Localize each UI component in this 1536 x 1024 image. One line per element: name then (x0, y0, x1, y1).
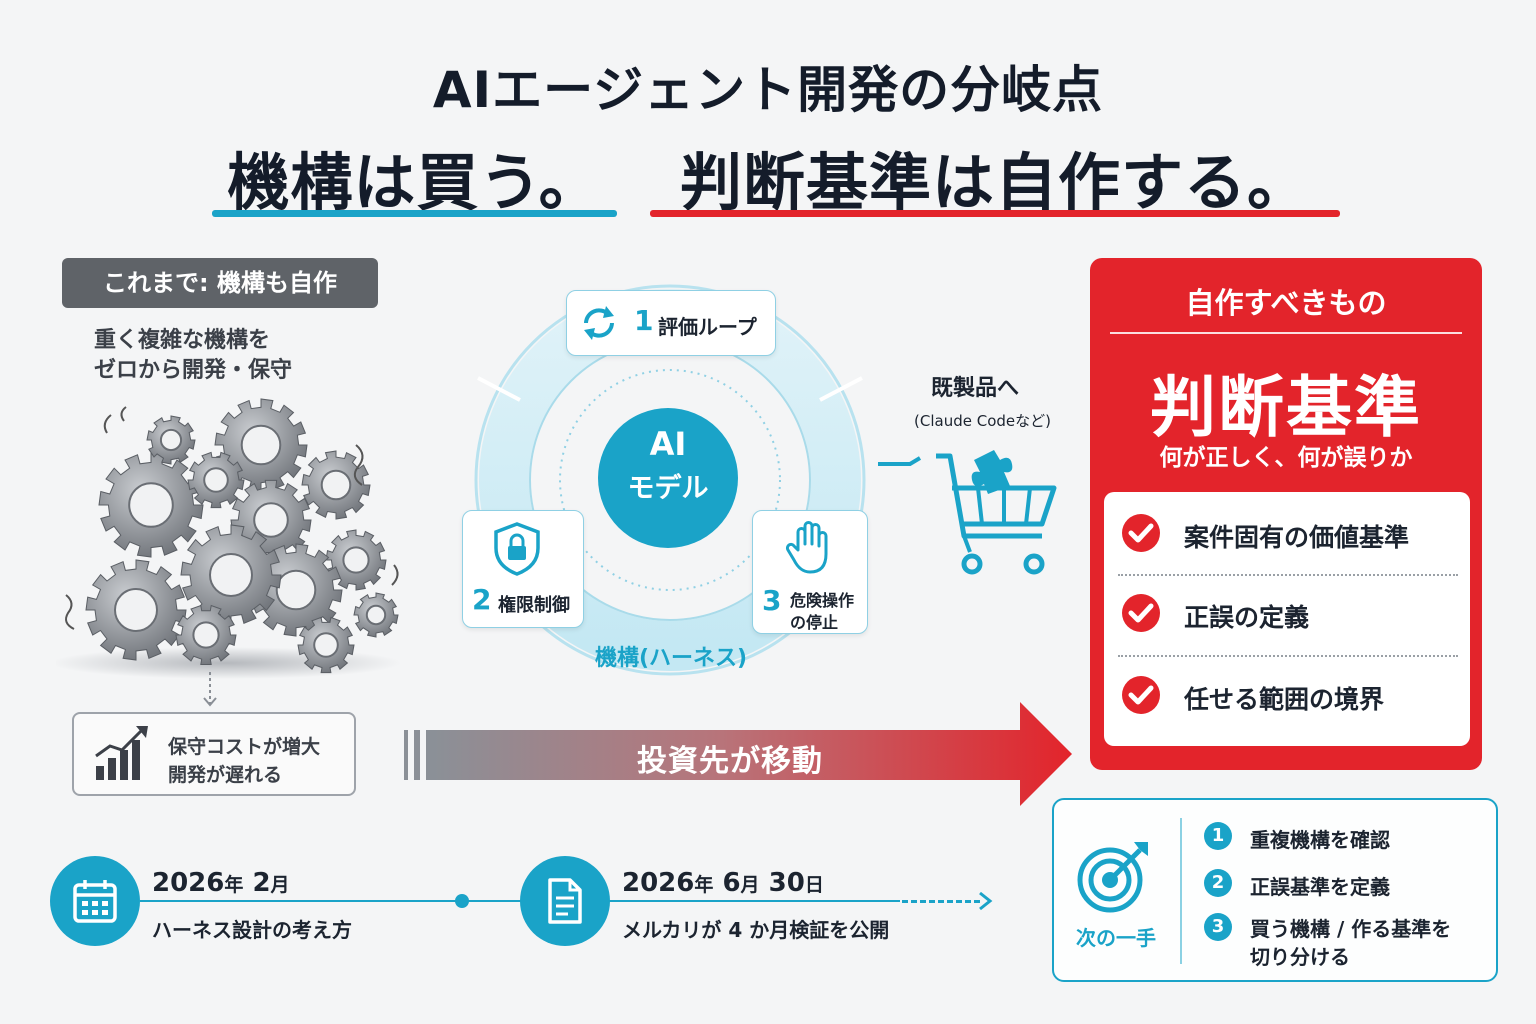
permission-card (462, 510, 584, 628)
gear-hole (192, 621, 220, 649)
check-icon (1122, 514, 1160, 552)
criteria-item: 任せる範囲の境界 (1184, 685, 1385, 714)
criteria-title: 判断基準 (1150, 369, 1422, 446)
cost-warning-box (72, 712, 356, 796)
timeline-line (140, 900, 530, 902)
timeline-date-1: 2026年 2月 (152, 868, 290, 898)
gear-hole (365, 604, 387, 626)
shield-lock-icon (494, 522, 540, 576)
timeline-desc-2: メルカリが 4 か月検証を公開 (622, 918, 890, 942)
danger-stop-label-line2: の停止 (790, 613, 839, 632)
gear-hole (240, 424, 282, 466)
timeline-line (600, 900, 900, 902)
gear-hole (209, 553, 253, 597)
cost-line2: 開発が遅れる (168, 764, 283, 786)
investment-shift-label: 投資先が移動 (637, 744, 823, 779)
next-step-label: 次の一手 (1076, 926, 1156, 950)
gear-hole (203, 467, 229, 493)
permission-label: 権限制御 (498, 595, 570, 616)
list-separator (1118, 655, 1458, 657)
cost-line1: 保守コストが増大 (168, 736, 321, 758)
gear-hole (342, 546, 370, 574)
criteria-item: 案件固有の価値基準 (1184, 523, 1410, 552)
criteria-subtitle: 何が正しく、何が誤りか (1159, 445, 1413, 471)
timeline-desc-1: ハーネス設計の考え方 (152, 918, 352, 942)
stop-hand-icon (785, 521, 828, 574)
gear-hole (128, 482, 174, 528)
gear-hole (320, 469, 352, 501)
rising-chart-icon (95, 726, 148, 780)
timeline-dot (455, 894, 469, 908)
past-desc-line1: 重く複雑な機構を (94, 328, 271, 353)
gear-hole (253, 502, 289, 538)
calendar-icon (73, 880, 117, 923)
next-step-divider (1180, 818, 1182, 964)
gear-hole (159, 428, 183, 452)
eval-loop-number: 1 (634, 304, 654, 337)
step-text: 重複機構を確認 (1250, 828, 1390, 852)
step-number: 2 (1204, 869, 1232, 897)
off-the-shelf-subtitle: (Claude Codeなど) (914, 412, 1051, 430)
danger-stop-label-line1: 危険操作 (790, 591, 855, 610)
timeline-node-2 (520, 856, 610, 946)
timeline-date-2: 2026年 6月 30日 (622, 868, 824, 898)
danger-stop-number: 3 (762, 584, 782, 617)
past-badge: これまで: 機構も自作 (62, 258, 378, 308)
step-text-line2: 切り分ける (1250, 945, 1350, 969)
gear-hole (275, 569, 317, 611)
step-number: 1 (1204, 822, 1232, 850)
timeline-arrow-icon (979, 891, 993, 911)
ai-core-line1: AI (649, 425, 687, 463)
document-icon (548, 878, 582, 924)
panel-divider (1110, 332, 1462, 334)
criteria-item: 正誤の定義 (1184, 603, 1310, 632)
title-line1: AIエージェント開発の分岐点 (432, 61, 1104, 119)
title-underline-blue (212, 210, 617, 217)
title-buy-mechanism: 機構は買う。 (227, 146, 602, 219)
step-text-line1: 買う機構 / 作る基準を (1250, 917, 1452, 941)
title-underline-red (650, 210, 1340, 217)
down-arrow-icon (203, 672, 217, 707)
ai-model-core (598, 408, 738, 548)
check-icon (1122, 676, 1160, 714)
harness-label: 機構(ハーネス) (594, 646, 748, 671)
build-yourself-heading: 自作すべきもの (1185, 286, 1387, 320)
title-build-criteria: 判断基準は自作する。 (679, 146, 1310, 219)
step-number: 3 (1204, 913, 1232, 941)
criteria-list (1104, 492, 1470, 746)
investment-shift-arrow (404, 702, 1072, 806)
list-separator (1118, 574, 1458, 576)
ai-core-line2: モデル (627, 473, 709, 504)
eval-loop-card (566, 290, 776, 356)
off-the-shelf-title: 既製品へ (930, 376, 1019, 401)
permission-number: 2 (472, 583, 492, 616)
gear-hole (313, 632, 339, 658)
target-icon (1077, 842, 1148, 913)
step-text: 正誤基準を定義 (1250, 875, 1390, 899)
eval-loop-label: 評価ループ (658, 315, 757, 339)
refresh-icon (584, 306, 614, 340)
check-icon (1122, 594, 1160, 632)
shopping-cart-puzzle-icon (878, 450, 1057, 575)
timeline-future-dash (902, 900, 980, 903)
gears-icon (56, 398, 401, 679)
past-desc-line2: ゼロから開発・保守 (94, 358, 293, 383)
gear-hole (114, 588, 158, 632)
